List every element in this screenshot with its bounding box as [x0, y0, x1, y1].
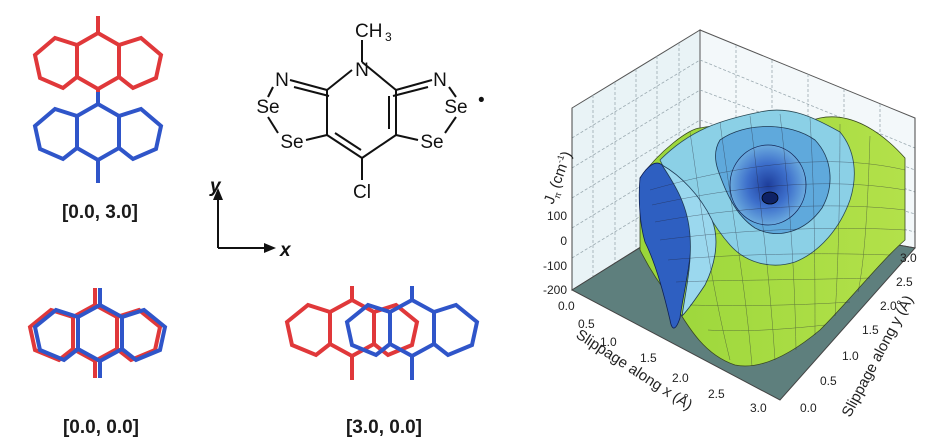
dimer-top — [32, 16, 164, 183]
red-molecule-bl — [27, 288, 163, 378]
selenium-left-top: Se — [256, 97, 279, 118]
x-tick-5: 2.5 — [708, 387, 725, 401]
dimer-bottom-left — [27, 288, 168, 378]
methyl-label: CH — [355, 21, 382, 42]
nitrogen-center: N — [355, 60, 369, 81]
dimer-bottom-right — [284, 286, 480, 380]
blue-molecule-bl — [32, 288, 168, 378]
axis-key-y: y — [209, 176, 222, 197]
caption-top: [0.0, 3.0] — [62, 202, 138, 223]
z-tick-minus200: -200 — [543, 283, 567, 297]
x-tick-4: 2.0 — [672, 371, 689, 385]
y-tick-3: 1.5 — [862, 323, 879, 337]
z-tick-100: 100 — [547, 209, 567, 223]
blue-molecule-top — [32, 92, 164, 183]
x-tick-0: 0.0 — [558, 299, 575, 313]
selenium-left-bottom: Se — [280, 132, 303, 153]
chemical-structure — [267, 40, 457, 180]
axis-key-x: x — [279, 240, 292, 261]
selenium-right-top: Se — [444, 97, 467, 118]
x-tick-3: 1.5 — [640, 351, 657, 365]
x-tick-2: 1.0 — [600, 335, 617, 349]
y-tick-6: 3.0 — [900, 251, 917, 265]
nitrogen-left: N — [275, 70, 289, 91]
z-tick-0: 0 — [560, 234, 567, 248]
red-molecule-br — [284, 286, 420, 380]
surface-plot: Jπ(cm-1) 100 0 -100 -200 0.0 0.5 1.0 1.5… — [541, 29, 917, 420]
nitrogen-right: N — [433, 70, 447, 91]
y-tick-0: 0.0 — [800, 401, 817, 415]
radical-dot: • — [478, 90, 485, 111]
y-tick-1: 0.5 — [820, 374, 837, 388]
x-tick-6: 3.0 — [750, 401, 767, 415]
surface-mesh — [649, 113, 906, 367]
y-tick-2: 1.0 — [842, 349, 859, 363]
caption-bottom-right: [3.0, 0.0] — [346, 417, 422, 438]
y-tick-5: 2.5 — [896, 275, 913, 289]
selenium-right-bottom: Se — [420, 132, 443, 153]
axis-key — [213, 188, 276, 253]
surface-deep-well — [729, 144, 807, 226]
chlorine-label: Cl — [353, 182, 371, 203]
x-tick-1: 0.5 — [578, 317, 595, 331]
surface-left-ridge-light — [661, 164, 717, 318]
blue-molecule-br — [344, 286, 480, 380]
caption-bottom-left: [0.0, 0.0] — [63, 417, 139, 438]
y-tick-4: 2.0 — [880, 299, 897, 313]
methyl-subscript: 3 — [385, 30, 392, 44]
well-minimum — [761, 191, 779, 205]
z-tick-minus100: -100 — [543, 259, 567, 273]
